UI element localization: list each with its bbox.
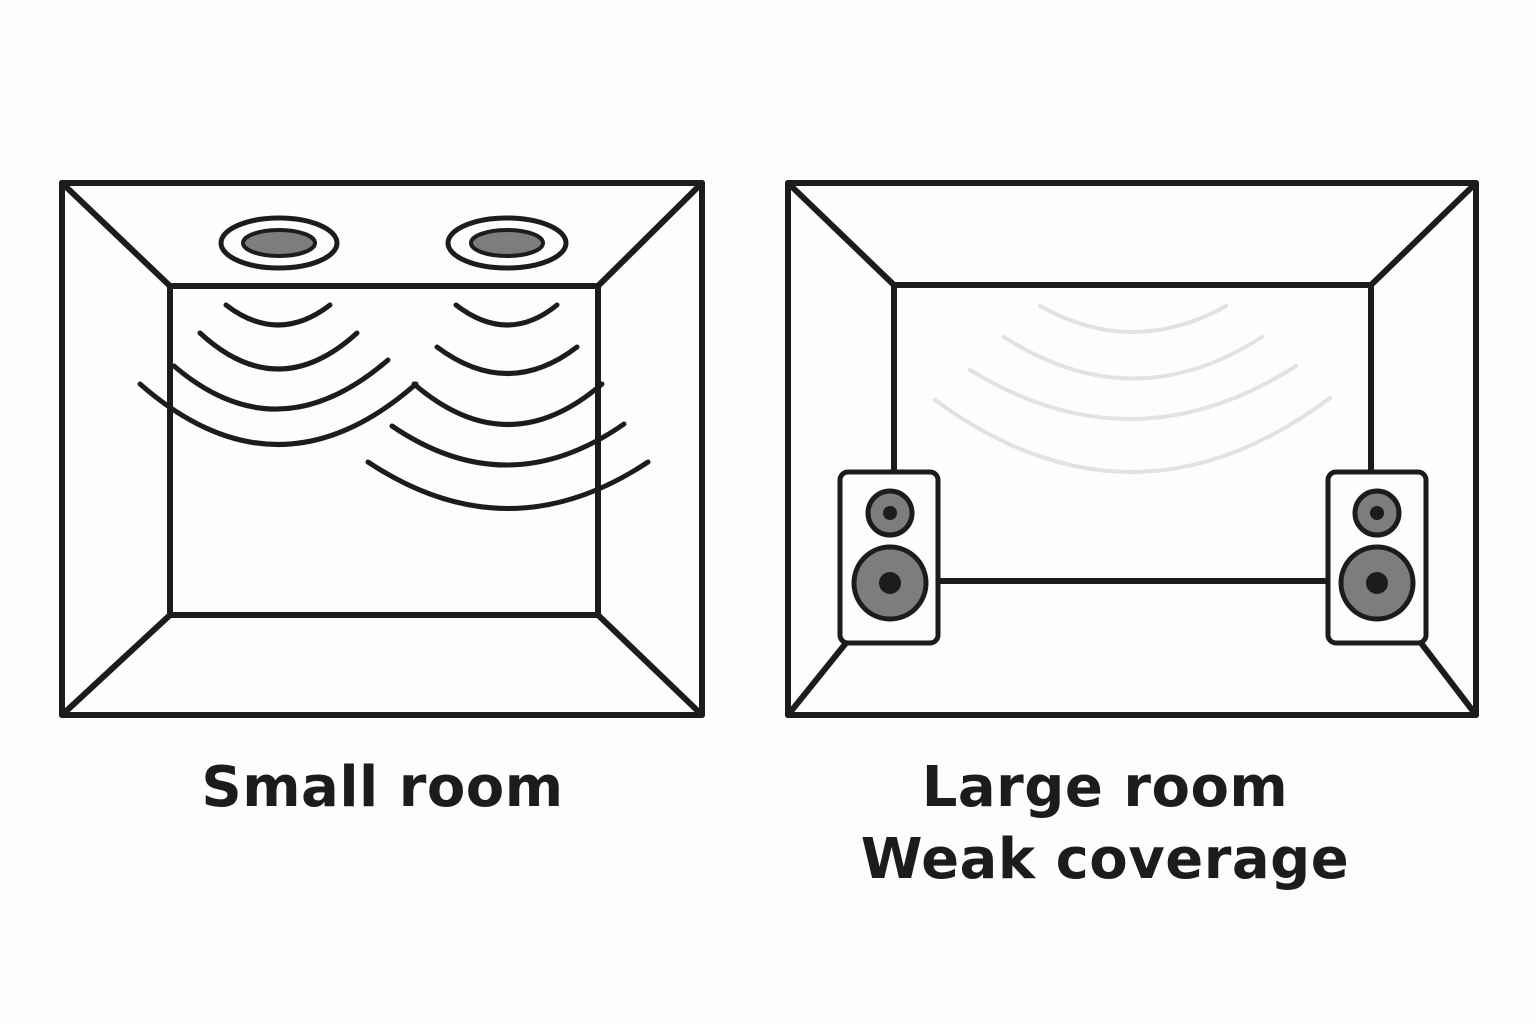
large-room-label: Large room (921, 755, 1289, 820)
large-room-corner-edge (1418, 640, 1479, 718)
ceiling-speaker-icon (445, 215, 569, 271)
small-room-corner-edge (595, 180, 705, 289)
floor-standing-speaker-icon (1325, 469, 1429, 646)
small-room-corner-edge (595, 612, 705, 718)
small-room-corner-edge (59, 180, 173, 289)
floor-standing-speaker-icon (837, 469, 941, 646)
small-room-label: Small room (201, 755, 564, 820)
large-room-corner-edge (1368, 180, 1479, 288)
weak-coverage-label: Weak coverage (860, 827, 1350, 892)
small-room-panel (59, 180, 705, 718)
small-room-caption: Small room (60, 752, 705, 824)
ceiling-speaker-icon (218, 215, 340, 271)
sound-wave-icon (137, 302, 419, 447)
small-room-corner-edge (59, 612, 173, 718)
large-room-corner-edge (785, 180, 897, 288)
large-room-panel (785, 180, 1479, 718)
sound-wave-icon (365, 302, 651, 511)
small-room-outer-frame (59, 180, 705, 718)
weak-sound-wave-icon (933, 304, 1332, 474)
large-room-corner-edge (785, 640, 849, 718)
small-room-back-wall (167, 283, 601, 618)
large-room-outer-frame (785, 180, 1479, 718)
large-room-caption: Large room Weak coverage (785, 752, 1425, 896)
